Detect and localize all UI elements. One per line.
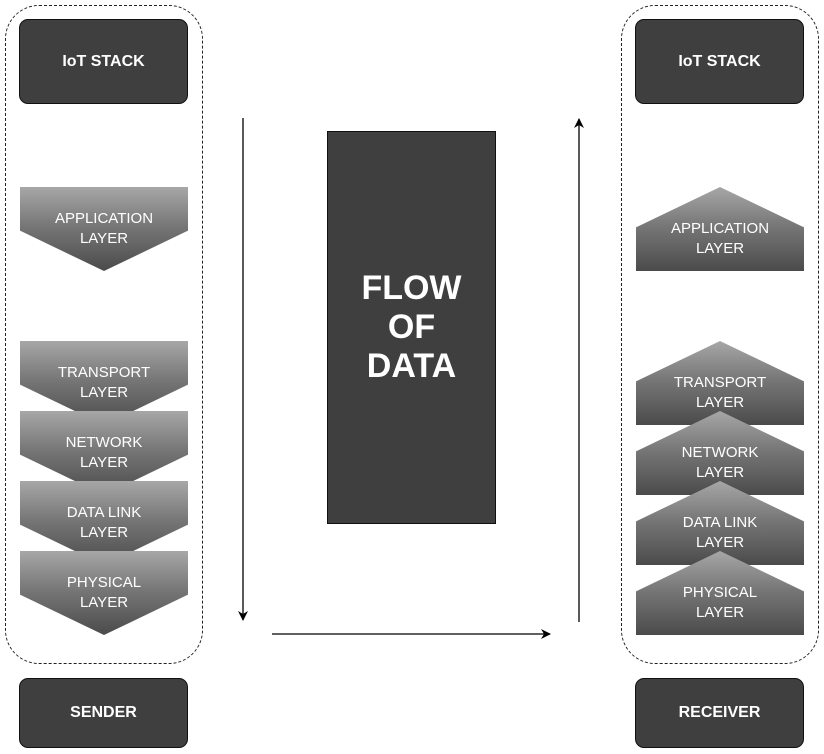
layer-label-line1: APPLICATION bbox=[54, 210, 154, 227]
sender-stack-header-label: IoT STACK bbox=[62, 52, 145, 70]
flow-label-line1: FLOW bbox=[361, 269, 462, 307]
layer-label-line2: LAYER bbox=[79, 524, 129, 541]
flow-label-line2: OF bbox=[387, 308, 436, 346]
receiver-footer: RECEIVER bbox=[635, 678, 804, 748]
layer-label-line1: APPLICATION bbox=[670, 220, 770, 237]
layer-label-line2: LAYER bbox=[695, 394, 745, 411]
layer-label-line2: LAYER bbox=[79, 454, 129, 471]
layer-label-line2: LAYER bbox=[695, 604, 745, 621]
receiver-footer-label: RECEIVER bbox=[678, 704, 761, 721]
sender-footer-label: SENDER bbox=[70, 704, 137, 721]
receiver-stack-header-label: IoT STACK bbox=[678, 52, 761, 70]
flow-of-data-box: FLOW OF DATA bbox=[327, 131, 496, 524]
layer-label-line1: TRANSPORT bbox=[673, 374, 767, 391]
layer-label-line2: LAYER bbox=[79, 384, 129, 401]
layer-label-line1: DATA LINK bbox=[682, 514, 758, 531]
layer-label-line1: PHYSICAL bbox=[682, 584, 758, 601]
sender-stack-border bbox=[5, 5, 203, 664]
sender-stack-header: IoT STACK bbox=[19, 19, 188, 104]
layer-label-line2: LAYER bbox=[695, 464, 745, 481]
layer-label-line2: LAYER bbox=[79, 230, 129, 247]
sender-footer: SENDER bbox=[19, 678, 188, 748]
receiver-stack-header: IoT STACK bbox=[635, 19, 804, 104]
layer-label-line2: LAYER bbox=[695, 534, 745, 551]
layer-label-line1: NETWORK bbox=[65, 434, 143, 451]
flow-label-line3: DATA bbox=[366, 347, 457, 385]
layer-label-line2: LAYER bbox=[695, 240, 745, 257]
layer-label-line1: TRANSPORT bbox=[57, 364, 151, 381]
receiver-stack-border bbox=[621, 5, 819, 664]
layer-label-line1: PHYSICAL bbox=[66, 574, 142, 591]
layer-label-line2: LAYER bbox=[79, 594, 129, 611]
layer-label-line1: NETWORK bbox=[681, 444, 759, 461]
layer-label-line1: DATA LINK bbox=[66, 504, 142, 521]
